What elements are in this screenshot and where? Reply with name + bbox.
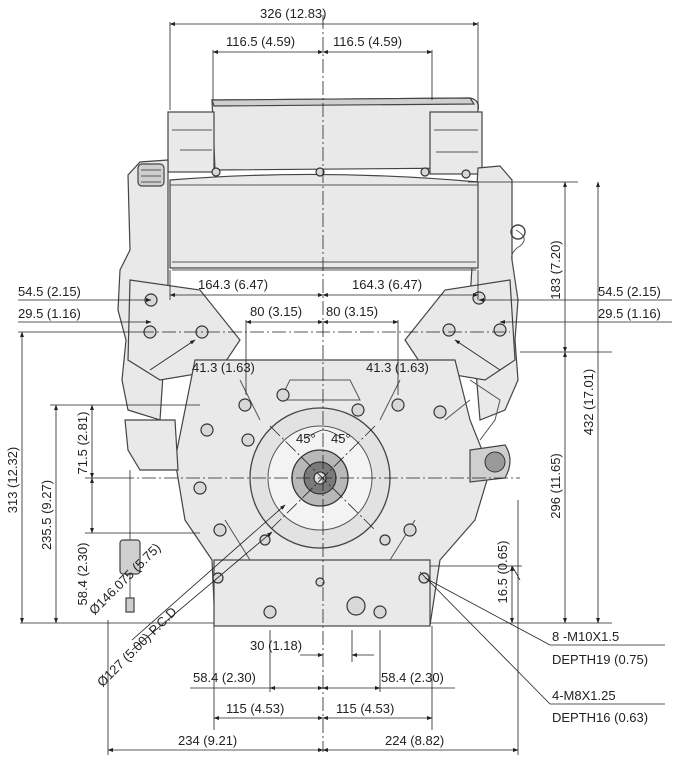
callout-m8-depth: DEPTH16 (0.63) bbox=[552, 710, 648, 725]
callout-m8-thread: 4-M8X1.25 bbox=[552, 688, 616, 703]
dim-bottom-58-4-left: 58.4 (2.30) bbox=[193, 670, 256, 685]
dim-left-29-5: 29.5 (1.16) bbox=[18, 306, 81, 321]
dimension-lines bbox=[18, 22, 672, 752]
blower-housing bbox=[169, 173, 479, 269]
fuel-line-fitting bbox=[125, 597, 135, 613]
dim-top-right-half: 116.5 (4.59) bbox=[333, 34, 402, 49]
bolt-holes bbox=[143, 167, 507, 619]
dim-vertical-183: 183 (7.20) bbox=[548, 240, 563, 299]
dim-diameter-127-pcd: Ø127 (5.00) P.C.D bbox=[94, 604, 180, 690]
dim-right-54-5: 54.5 (2.15) bbox=[598, 284, 661, 299]
dim-bottom-30: 30 (1.18) bbox=[250, 638, 302, 653]
dim-vertical-235-5: 235.5 (9.27) bbox=[39, 480, 54, 550]
dim-bottom-224: 224 (8.82) bbox=[385, 733, 444, 748]
dim-inner-80-right: 80 (3.15) bbox=[326, 304, 378, 319]
dim-vertical-16-5: 16.5 (0.65) bbox=[495, 541, 510, 604]
right-bracket bbox=[429, 111, 483, 175]
center-lines bbox=[120, 15, 520, 752]
mounting-base bbox=[213, 559, 431, 627]
dim-bottom-115-right: 115 (4.53) bbox=[336, 701, 394, 716]
dim-vertical-296: 296 (11.65) bbox=[548, 453, 563, 519]
dim-left-41-3: 41.3 (1.63) bbox=[192, 360, 255, 375]
angle-right-label: 45° bbox=[331, 431, 351, 446]
dim-bottom-58-4-right: 58.4 (2.30) bbox=[381, 670, 444, 685]
dim-mid-right-half: 164.3 (6.47) bbox=[352, 277, 422, 292]
dim-vertical-432: 432 (17.01) bbox=[581, 369, 596, 436]
dim-inner-80-left: 80 (3.15) bbox=[250, 304, 302, 319]
dim-vertical-58-4: 58.4 (2.30) bbox=[75, 543, 90, 606]
angle-left-label: 45° bbox=[296, 431, 316, 446]
dim-right-29-5: 29.5 (1.16) bbox=[598, 306, 661, 321]
dim-top-left-half: 116.5 (4.59) bbox=[226, 34, 295, 49]
dim-overall-width: 326 (12.83) bbox=[260, 6, 327, 21]
dipstick bbox=[511, 229, 525, 301]
air-cleaner-top bbox=[211, 97, 476, 107]
callout-m10-depth: DEPTH19 (0.75) bbox=[552, 652, 648, 667]
dim-bottom-115-left: 115 (4.53) bbox=[226, 701, 284, 716]
dim-vertical-71-5: 71.5 (2.81) bbox=[75, 412, 90, 475]
dim-right-41-3: 41.3 (1.63) bbox=[366, 360, 429, 375]
dim-bottom-234: 234 (9.21) bbox=[178, 733, 237, 748]
dim-mid-left-half: 164.3 (6.47) bbox=[198, 277, 268, 292]
oil-filler-cap bbox=[137, 163, 165, 187]
dim-vertical-313: 313 (12.32) bbox=[5, 447, 20, 514]
callout-m10-thread: 8 -M10X1.5 bbox=[552, 629, 619, 644]
left-bracket bbox=[167, 111, 215, 173]
fuel-pump bbox=[124, 419, 179, 471]
engine-body bbox=[117, 97, 526, 627]
dim-left-54-5: 54.5 (2.15) bbox=[18, 284, 81, 299]
